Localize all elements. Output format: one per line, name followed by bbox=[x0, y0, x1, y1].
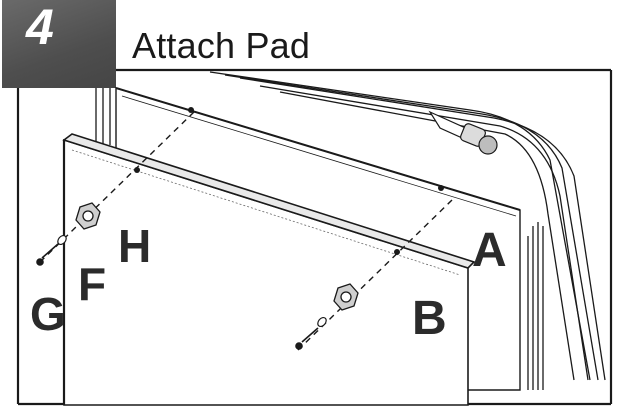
label-h: H bbox=[118, 220, 151, 272]
washer-f bbox=[57, 234, 327, 328]
label-b: B bbox=[412, 292, 447, 345]
step-number: 4 bbox=[26, 0, 54, 55]
nut-h-upper bbox=[75, 202, 101, 230]
label-f: F bbox=[78, 258, 106, 310]
label-g: G bbox=[30, 288, 66, 340]
pad bbox=[62, 133, 476, 406]
frame-rails bbox=[95, 71, 606, 390]
step-title: Attach Pad bbox=[132, 25, 311, 66]
mounting-holes bbox=[134, 107, 444, 255]
label-a: A bbox=[472, 224, 507, 277]
step-number-badge: 4 bbox=[2, 0, 116, 88]
nut-h-lower bbox=[333, 283, 359, 311]
frame-cylinder bbox=[428, 110, 498, 155]
bolt-g bbox=[36, 243, 319, 350]
